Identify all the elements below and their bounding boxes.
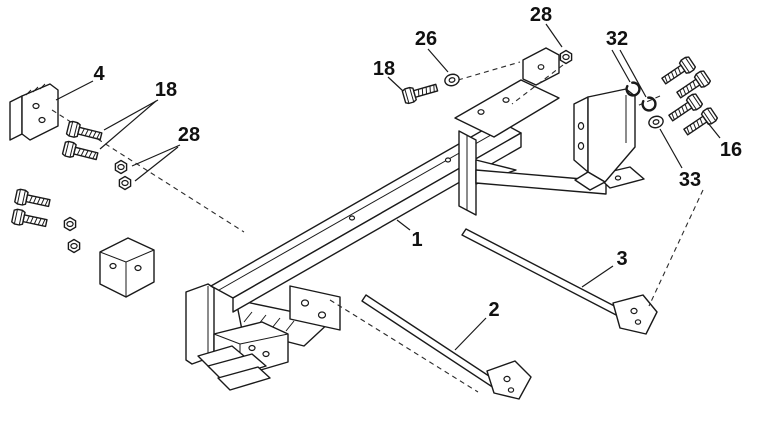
- leader-line: [545, 23, 563, 48]
- leader-line: [703, 117, 721, 139]
- callout-labels: 4 18 28 18 26 28 32 16 33 1 2 3: [93, 4, 742, 321]
- callout-1: 1: [411, 229, 422, 251]
- hex-bolts-lower-left: [10, 187, 81, 254]
- leader-line: [387, 76, 404, 92]
- alignment-dashline: [648, 189, 704, 307]
- mount-bracket-left: [99, 237, 155, 298]
- leader-lines: [55, 23, 721, 351]
- hex-bolt: [10, 207, 49, 232]
- flat-washer: [646, 114, 666, 130]
- leader-line: [396, 219, 411, 231]
- leader-line: [619, 49, 647, 98]
- leader-line: [131, 144, 181, 167]
- hex-nut: [63, 216, 77, 232]
- hex-nut: [559, 49, 573, 65]
- callout-32: 32: [606, 28, 628, 50]
- leader-line: [611, 49, 631, 83]
- alignment-dashline: [329, 299, 479, 393]
- brace-rod-upper: [461, 228, 658, 335]
- hex-bolt: [61, 140, 100, 165]
- hatch-marks: [25, 83, 46, 96]
- hex-bolt: [401, 79, 440, 105]
- leader-line: [134, 146, 179, 182]
- callout-2: 2: [488, 299, 499, 321]
- alignment-dashline: [636, 95, 661, 107]
- alignment-dashline: [457, 61, 521, 81]
- callout-18-top: 18: [373, 58, 395, 80]
- angle-bracket-part: [9, 83, 59, 141]
- hex-bolts-right: [658, 55, 719, 139]
- hex-bolt-top: [401, 79, 440, 105]
- flat-washer-right: [646, 114, 666, 130]
- callout-28-left: 28: [178, 124, 200, 146]
- hex-nut: [67, 238, 81, 254]
- main-frame-part: [185, 47, 645, 391]
- leader-line: [103, 99, 159, 131]
- flat-washer-top: [442, 72, 462, 88]
- hex-bolts-left: [61, 120, 104, 165]
- leader-line: [427, 48, 449, 73]
- callout-33: 33: [679, 169, 701, 191]
- leader-line: [659, 128, 683, 169]
- flat-washer: [442, 72, 462, 88]
- hex-nut-top: [559, 49, 573, 65]
- mount-bracket-right: [573, 88, 636, 191]
- brace-rod-lower: [361, 294, 532, 400]
- leader-line: [55, 80, 94, 101]
- leader-line: [99, 100, 157, 150]
- snap-ring: [639, 94, 660, 115]
- callout-18-left: 18: [155, 79, 177, 101]
- hex-bolt: [13, 187, 52, 212]
- callout-3: 3: [616, 248, 627, 270]
- hex-nut: [118, 175, 132, 191]
- alignment-dashline: [511, 64, 564, 105]
- leader-line: [581, 265, 614, 288]
- leader-line: [454, 317, 487, 351]
- callout-16: 16: [720, 139, 742, 161]
- hex-nut: [114, 159, 128, 175]
- hex-nuts-left: [114, 159, 132, 191]
- callout-28-top: 28: [530, 4, 552, 26]
- callout-4: 4: [93, 63, 105, 85]
- callout-26: 26: [415, 28, 437, 50]
- hex-bolt: [65, 120, 104, 145]
